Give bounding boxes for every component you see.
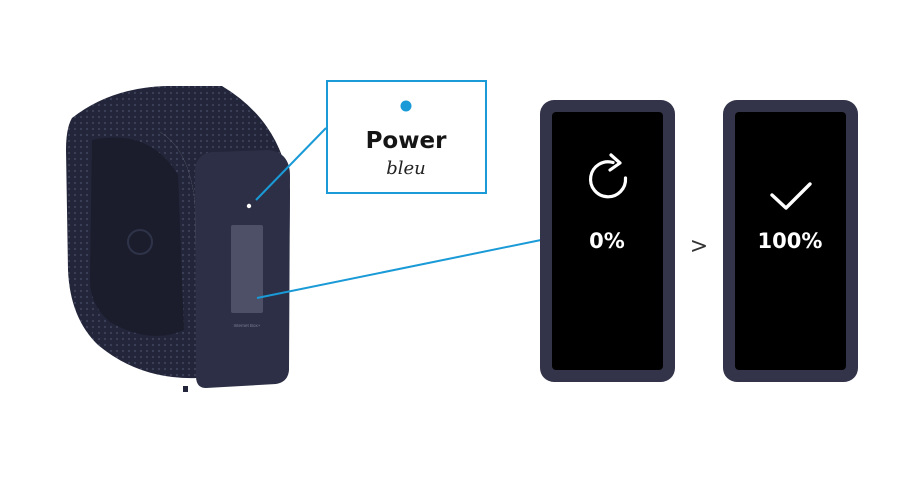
screen-connector-line xyxy=(256,239,542,299)
router-brand-text: Internet Box+ xyxy=(234,323,261,328)
router-foot xyxy=(93,332,97,338)
screen-progress-complete: 100% xyxy=(723,100,858,382)
progress-complete-label: 100% xyxy=(758,229,823,253)
power-led xyxy=(246,203,252,209)
blue-indicator-dot-icon xyxy=(400,100,412,112)
router-foot xyxy=(183,386,188,392)
screen-display xyxy=(735,112,846,370)
checkmark-icon xyxy=(770,182,812,210)
callout-box xyxy=(326,80,487,194)
led-connector-line xyxy=(255,127,327,201)
screen-display xyxy=(552,112,663,370)
router-device: Internet Box+ xyxy=(66,86,290,392)
refresh-icon xyxy=(589,153,628,199)
router-logo-icon xyxy=(127,229,153,255)
screen-progress-start: 0% xyxy=(540,100,675,382)
router-side-recess xyxy=(90,137,184,336)
callout-subtitle: bleu xyxy=(386,158,426,179)
power-callout: Power bleu xyxy=(326,80,487,194)
callout-title: Power xyxy=(366,128,448,154)
separator-arrow: > xyxy=(690,234,708,259)
progress-start-label: 0% xyxy=(589,229,625,253)
router-front-screen xyxy=(231,225,263,313)
